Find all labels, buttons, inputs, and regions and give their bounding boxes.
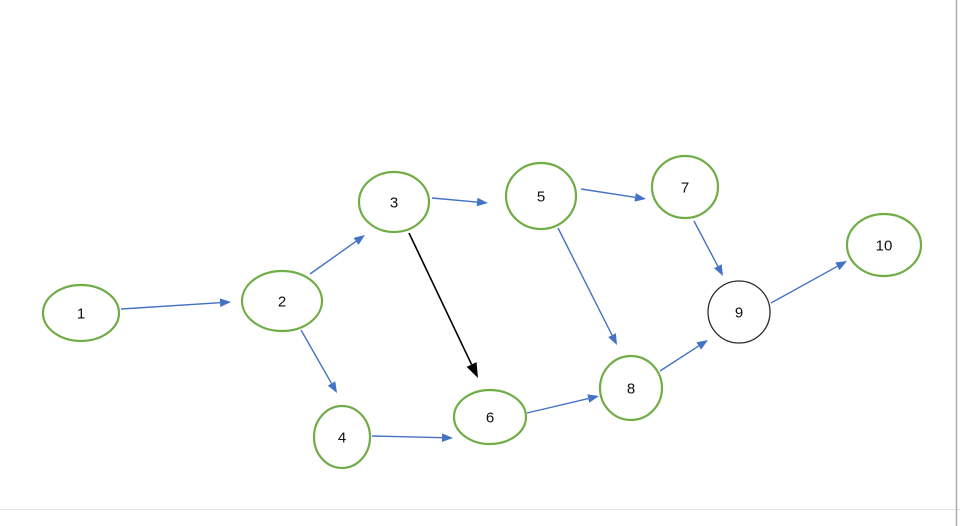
edge-5-7[interactable] [580, 188, 646, 202]
edge-6-8[interactable] [526, 394, 599, 414]
node-label: 8 [627, 381, 635, 398]
node-label: 10 [876, 238, 893, 255]
edge-3-5[interactable] [431, 197, 488, 207]
node-label: 9 [735, 305, 743, 322]
node-ellipse [845, 212, 923, 278]
edge-3-6[interactable] [408, 232, 478, 378]
node-ellipse [598, 354, 664, 422]
edge-2-4[interactable] [300, 329, 337, 393]
node-8[interactable]: 8 [598, 354, 664, 422]
node-ellipse [452, 388, 528, 446]
node-ellipse [240, 269, 324, 333]
arrowhead-icon [608, 333, 617, 345]
node-ellipse [357, 170, 431, 234]
node-1[interactable]: 1 [41, 283, 121, 343]
node-6[interactable]: 6 [452, 388, 528, 446]
connector-line [580, 188, 636, 199]
arrowhead-icon [587, 394, 599, 403]
node-label: 6 [486, 410, 494, 427]
node-label: 7 [681, 180, 689, 197]
arrowhead-icon [219, 298, 231, 307]
edge-5-8[interactable] [557, 227, 617, 345]
connector-line [309, 240, 357, 275]
arrowhead-icon [714, 264, 723, 276]
arrowhead-icon [634, 193, 646, 202]
edge-1-2[interactable] [120, 298, 231, 310]
node-4[interactable]: 4 [312, 404, 372, 470]
arrowhead-icon [466, 362, 478, 378]
node-label: 5 [537, 189, 545, 206]
node-ellipse [707, 280, 771, 344]
node-label: 1 [77, 306, 85, 323]
node-label: 3 [390, 195, 398, 212]
node-ellipse [312, 404, 372, 470]
connector-line [300, 329, 333, 384]
node-7[interactable]: 7 [650, 154, 720, 220]
node-10[interactable]: 10 [845, 212, 923, 278]
connector-line [557, 227, 613, 336]
node-3[interactable]: 3 [357, 170, 431, 234]
edge-8-9[interactable] [659, 340, 708, 372]
node-ellipse [504, 161, 578, 231]
edge-4-6[interactable] [371, 433, 453, 443]
arrowhead-icon [696, 340, 708, 350]
arrowhead-icon [476, 197, 488, 207]
edge-9-10[interactable] [770, 261, 847, 304]
node-ellipse [650, 154, 720, 220]
node-9[interactable]: 9 [707, 280, 771, 344]
connector-line [431, 197, 478, 203]
connector-line [408, 232, 473, 365]
edge-2-3[interactable] [309, 235, 365, 275]
connector-line [371, 435, 443, 439]
node-2[interactable]: 2 [240, 269, 324, 333]
edge-7-9[interactable] [693, 220, 723, 276]
arrowhead-icon [835, 261, 847, 271]
arrowhead-icon [441, 433, 453, 443]
connector-line [770, 265, 838, 304]
connector-line [526, 397, 589, 414]
connector-line [693, 220, 719, 267]
connector-line [120, 301, 221, 310]
connector-line [659, 345, 700, 372]
node-label: 4 [338, 430, 346, 447]
node-ellipse [41, 283, 121, 343]
arrowhead-icon [353, 235, 365, 245]
arrowhead-icon [327, 381, 337, 393]
node-5[interactable]: 5 [504, 161, 578, 231]
node-label: 2 [278, 294, 286, 311]
